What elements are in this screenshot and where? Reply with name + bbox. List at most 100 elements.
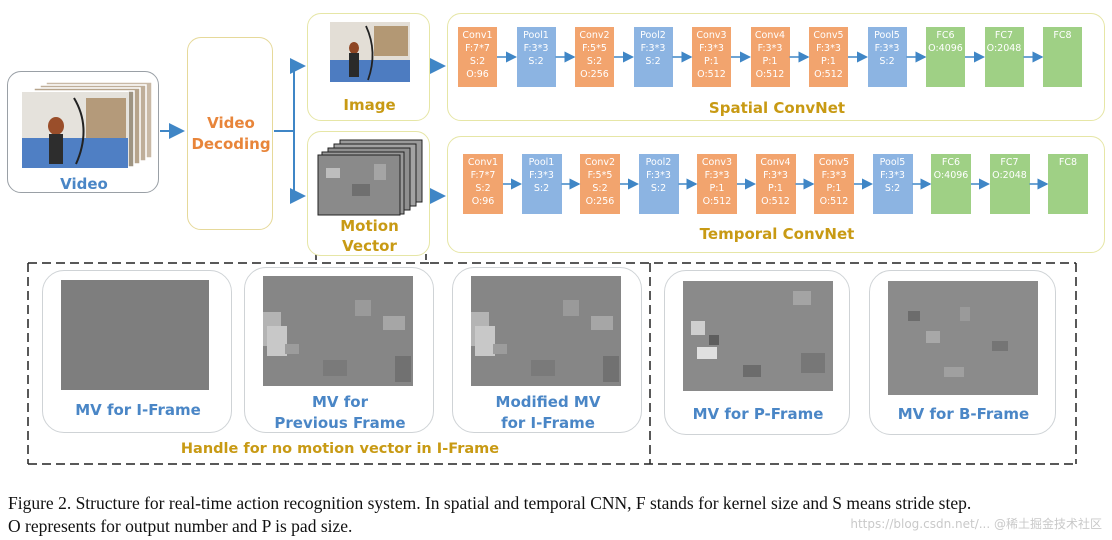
spatial-layer-param: F:7*7 xyxy=(465,43,490,54)
temporal-layer-name: Pool2 xyxy=(645,157,672,168)
mv-previous-image xyxy=(263,276,413,386)
temporal-layer-param: F:3*3 xyxy=(529,170,554,181)
temporal-layer-param: O:96 xyxy=(471,196,495,207)
spatial-layer-name: FC6 xyxy=(936,30,955,41)
temporal-layer-name: Conv3 xyxy=(701,157,733,168)
mv-iframe-image xyxy=(61,280,209,390)
spatial-layer-param: O:2048 xyxy=(986,43,1022,54)
figure-caption: Figure 2. Structure for real-time action… xyxy=(8,492,1108,538)
spatial-layer-param: F:5*5 xyxy=(582,43,607,54)
spatial-layer-param: S:2 xyxy=(879,56,895,67)
motion-vector-box: Motion Vector xyxy=(307,131,430,256)
spatial-layer-param: S:2 xyxy=(469,56,486,67)
spatial-layer-param: P:1 xyxy=(704,56,719,67)
temporal-layer-fc8: FC8 xyxy=(1048,154,1088,214)
spatial-layer-param: O:512 xyxy=(814,69,843,80)
spatial-layer-param: F:3*3 xyxy=(640,43,666,54)
handle-region-label: Handle for no motion vector in I-Frame xyxy=(180,441,500,457)
panel-mv-bframe: MV for B-Frame xyxy=(869,270,1056,435)
spatial-layer-fc8: FC8 xyxy=(1043,27,1082,87)
temporal-layer-name: Conv5 xyxy=(818,157,850,168)
temporal-layer-param: F:5*5 xyxy=(587,170,613,181)
motion-vector-label: Motion Vector xyxy=(340,217,399,255)
video-label: Video xyxy=(60,175,108,193)
spatial-layer-param: O:256 xyxy=(580,69,609,80)
mv-pframe-label: MV for P-Frame xyxy=(692,405,824,423)
temporal-layer-name: FC8 xyxy=(1058,157,1078,168)
caption-line-2: O represents for output number and P is … xyxy=(8,516,353,536)
spatial-layer-param: O:512 xyxy=(755,69,785,80)
temporal-layer-name: Pool5 xyxy=(879,157,906,168)
temporal-convnet-title: Temporal ConvNet xyxy=(699,225,855,243)
video-box: Video xyxy=(7,71,159,193)
temporal-layer-param: S:2 xyxy=(592,183,608,194)
spatial-layer-param: F:3*3 xyxy=(523,43,549,54)
mv-bframe-image xyxy=(888,281,1038,395)
spatial-convnet-title: Spatial ConvNet xyxy=(708,99,846,117)
temporal-layer-name: FC7 xyxy=(1000,157,1019,168)
temporal-layer-name: FC6 xyxy=(941,157,961,168)
panel-mv-iframe: MV for I-Frame xyxy=(42,270,232,433)
mv-iframe-label: MV for I-Frame xyxy=(75,401,201,419)
temporal-layer-param: O:2048 xyxy=(992,170,1027,181)
spatial-layer-name: Pool2 xyxy=(640,30,666,41)
spatial-layer-param: F:3*3 xyxy=(699,43,724,54)
image-thumbnail xyxy=(330,22,410,82)
temporal-layer-param: O:256 xyxy=(585,196,615,207)
temporal-layer-param: F:3*3 xyxy=(763,170,788,181)
spatial-layer-name: Conv2 xyxy=(579,30,610,41)
temporal-layer-param: P:1 xyxy=(709,183,725,194)
temporal-layer-name: Conv1 xyxy=(467,157,499,168)
spatial-layer-param: F:3*3 xyxy=(874,43,900,54)
image-box: Image xyxy=(307,13,430,121)
spatial-layer-param: S:2 xyxy=(645,56,661,67)
temporal-layer-param: S:2 xyxy=(475,183,491,194)
temporal-layer-param: F:7*7 xyxy=(470,170,496,181)
mv-pframe-image xyxy=(683,281,833,391)
temporal-layer-param: O:512 xyxy=(702,196,732,207)
temporal-layer-param: P:1 xyxy=(826,183,842,194)
mv-modified-label: Modified MV for I-Frame xyxy=(495,393,601,432)
spatial-layer-param: P:1 xyxy=(762,56,778,67)
to-image-arrow xyxy=(290,58,306,131)
temporal-layer-param: F:3*3 xyxy=(880,170,905,181)
spatial-layer-param: O:4096 xyxy=(928,43,963,54)
spatial-layer-arrows xyxy=(497,51,1044,63)
temporal-layer-param: F:3*3 xyxy=(821,170,847,181)
temporal-layer-param: O:4096 xyxy=(933,170,969,181)
temporal-layer-param: P:1 xyxy=(768,183,783,194)
spatial-layer-param: O:96 xyxy=(466,69,489,80)
temporal-layer-param: F:3*3 xyxy=(646,170,671,181)
temporal-layer-name: Conv2 xyxy=(584,157,616,168)
temporal-layer-param: O:512 xyxy=(819,196,849,207)
mv-modified-image xyxy=(471,276,621,386)
temporal-layer-param: S:2 xyxy=(884,183,901,194)
spatial-layer-name: Conv4 xyxy=(754,30,786,41)
spatial-layer-param: P:1 xyxy=(821,56,836,67)
panel-mv-pframe: MV for P-Frame xyxy=(664,270,850,435)
image-label: Image xyxy=(343,96,396,114)
spatial-layer-param: S:2 xyxy=(586,56,603,67)
spatial-layer-name: Conv1 xyxy=(462,30,493,41)
panel-mv-previous: MV for Previous Frame xyxy=(244,267,434,433)
spatial-layer-param: S:2 xyxy=(528,56,544,67)
temporal-layer-name: Conv4 xyxy=(760,157,791,168)
